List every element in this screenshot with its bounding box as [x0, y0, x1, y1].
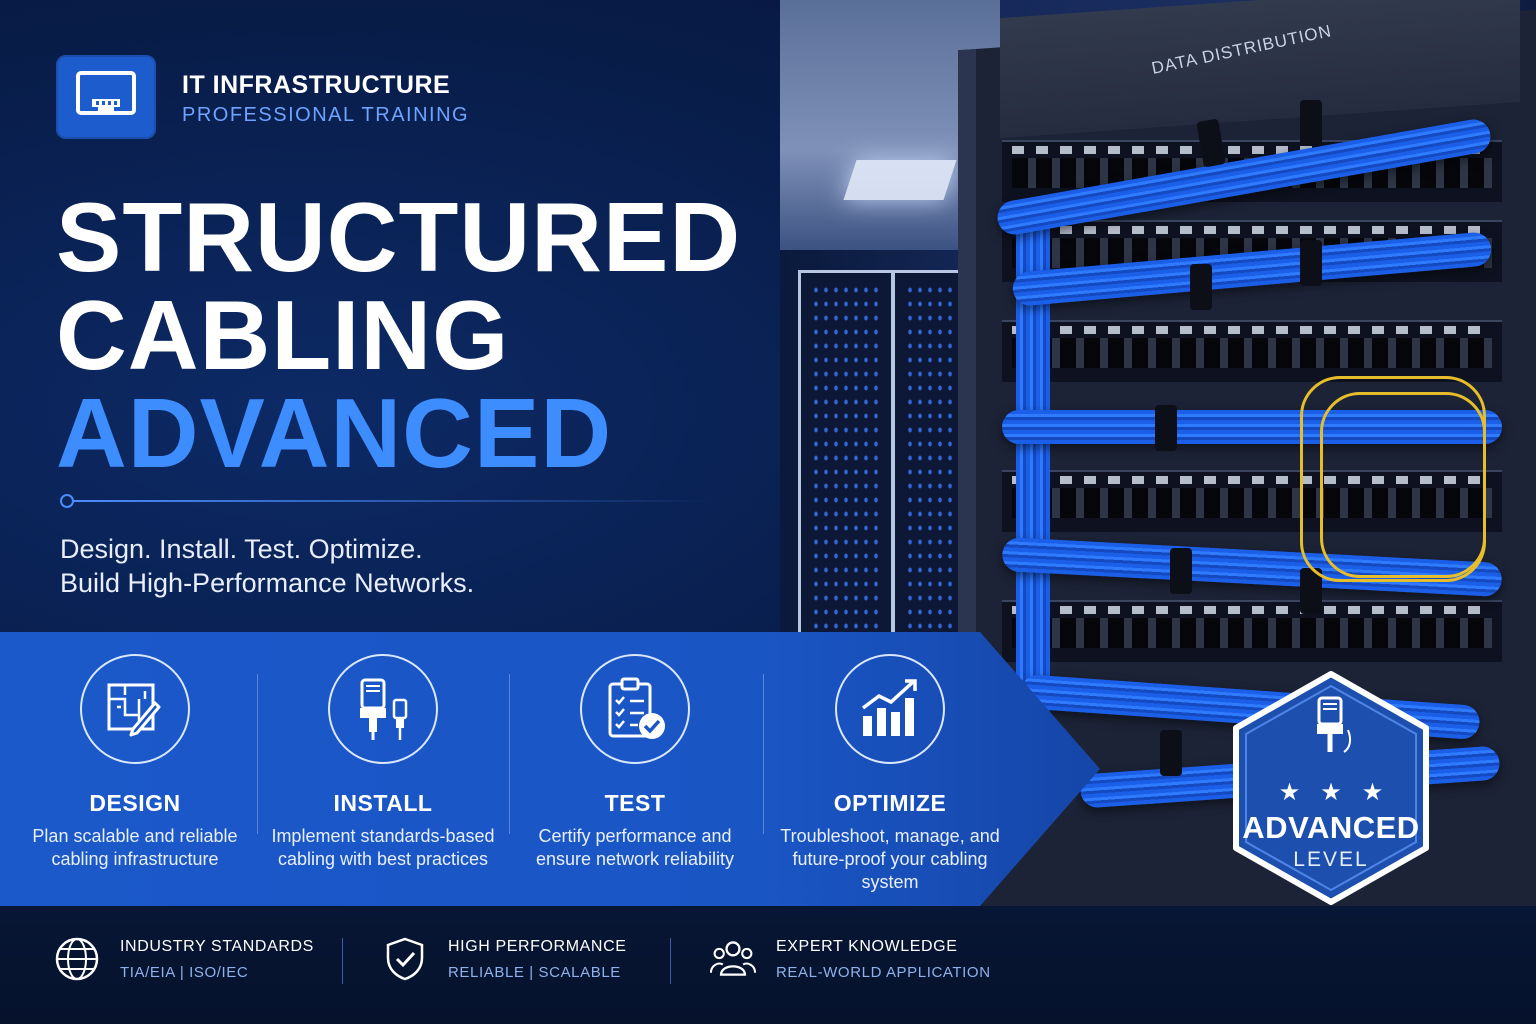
feature-icon-circle: [80, 654, 190, 764]
yellow-patch-cable: [1320, 392, 1486, 578]
footer-heading: HIGH PERFORMANCE: [448, 938, 627, 955]
feature-optimize: OPTIMIZE Troubleshoot, manage, and futur…: [770, 654, 1010, 894]
feature-description: Implement standards-based cabling with b…: [271, 826, 495, 869]
badge-stars: ★★★: [1278, 779, 1404, 806]
footer-heading: INDUSTRY STANDARDS: [120, 938, 314, 955]
feature-separator: [509, 674, 510, 834]
cable-bundle: [1002, 410, 1502, 444]
feature-icon-circle: [835, 654, 945, 764]
feature-icon-circle: [328, 654, 438, 764]
velcro-strap: [1300, 100, 1322, 146]
velcro-strap: [1160, 730, 1182, 776]
feature-title: DESIGN: [89, 790, 181, 816]
footer-heading: EXPERT KNOWLEDGE: [776, 938, 958, 955]
feature-icon-circle: [580, 654, 690, 764]
people-icon: [710, 941, 756, 976]
feature-title: INSTALL: [333, 790, 433, 816]
feature-banner: [0, 632, 1100, 906]
tagline-line-1: Design. Install. Test. Optimize.: [60, 534, 423, 564]
headline-line-3: ADVANCED: [56, 378, 613, 488]
footer-bar: [0, 906, 1536, 1024]
growth-chart-icon: [861, 679, 917, 736]
patch-panel: [1002, 600, 1502, 662]
feature-separator: [763, 674, 764, 834]
feature-design: DESIGN Plan scalable and reliable cablin…: [15, 654, 255, 871]
blueprint-pencil-icon: [107, 683, 161, 737]
patch-panel: [1002, 320, 1502, 382]
feature-title: TEST: [604, 790, 666, 816]
headline-line-1: STRUCTURED: [56, 182, 742, 292]
feature-install: INSTALL Implement standards-based cablin…: [263, 654, 503, 871]
connectors-icon: [360, 678, 408, 740]
checklist-icon: [608, 677, 665, 739]
patch-panel: [1002, 470, 1502, 532]
globe-icon: [55, 937, 99, 981]
feature-title: OPTIMIZE: [833, 790, 947, 816]
feature-test: TEST Certify performance and ensure netw…: [515, 654, 755, 871]
cable-plug-icon: [1317, 696, 1352, 753]
badge-subtitle: LEVEL: [1293, 848, 1369, 871]
velcro-strap: [1155, 405, 1177, 451]
brand-title: IT INFRASTRUCTURE: [182, 71, 451, 99]
feature-description: Certify performance and ensure network r…: [535, 826, 735, 869]
velcro-strap: [1190, 264, 1212, 310]
ethernet-port-icon: [76, 71, 136, 115]
ceiling-light: [843, 160, 957, 200]
velcro-strap: [1170, 548, 1192, 594]
badge-title: ADVANCED: [1242, 810, 1420, 845]
feature-description: Plan scalable and reliable cabling infra…: [32, 826, 238, 869]
velcro-strap: [1300, 240, 1322, 286]
footer-separator: [342, 938, 343, 984]
logo: [56, 55, 156, 139]
tagline-line-2: Build High-Performance Networks.: [60, 568, 475, 598]
shield-check-icon: [386, 937, 424, 981]
divider: [60, 494, 714, 508]
brand-subtitle: PROFESSIONAL TRAINING: [182, 104, 470, 126]
advanced-level-badge: [1226, 668, 1436, 908]
feature-description: Troubleshoot, manage, and future-proof y…: [780, 826, 1000, 892]
footer-subheading: REAL-WORLD APPLICATION: [776, 964, 991, 981]
headline-line-2: CABLING: [56, 280, 510, 390]
footer-separator: [670, 938, 671, 984]
footer-subheading: TIA/EIA | ISO/IEC: [120, 964, 249, 981]
feature-separator: [257, 674, 258, 834]
velcro-strap: [1300, 568, 1322, 614]
footer-subheading: RELIABLE | SCALABLE: [448, 964, 621, 981]
